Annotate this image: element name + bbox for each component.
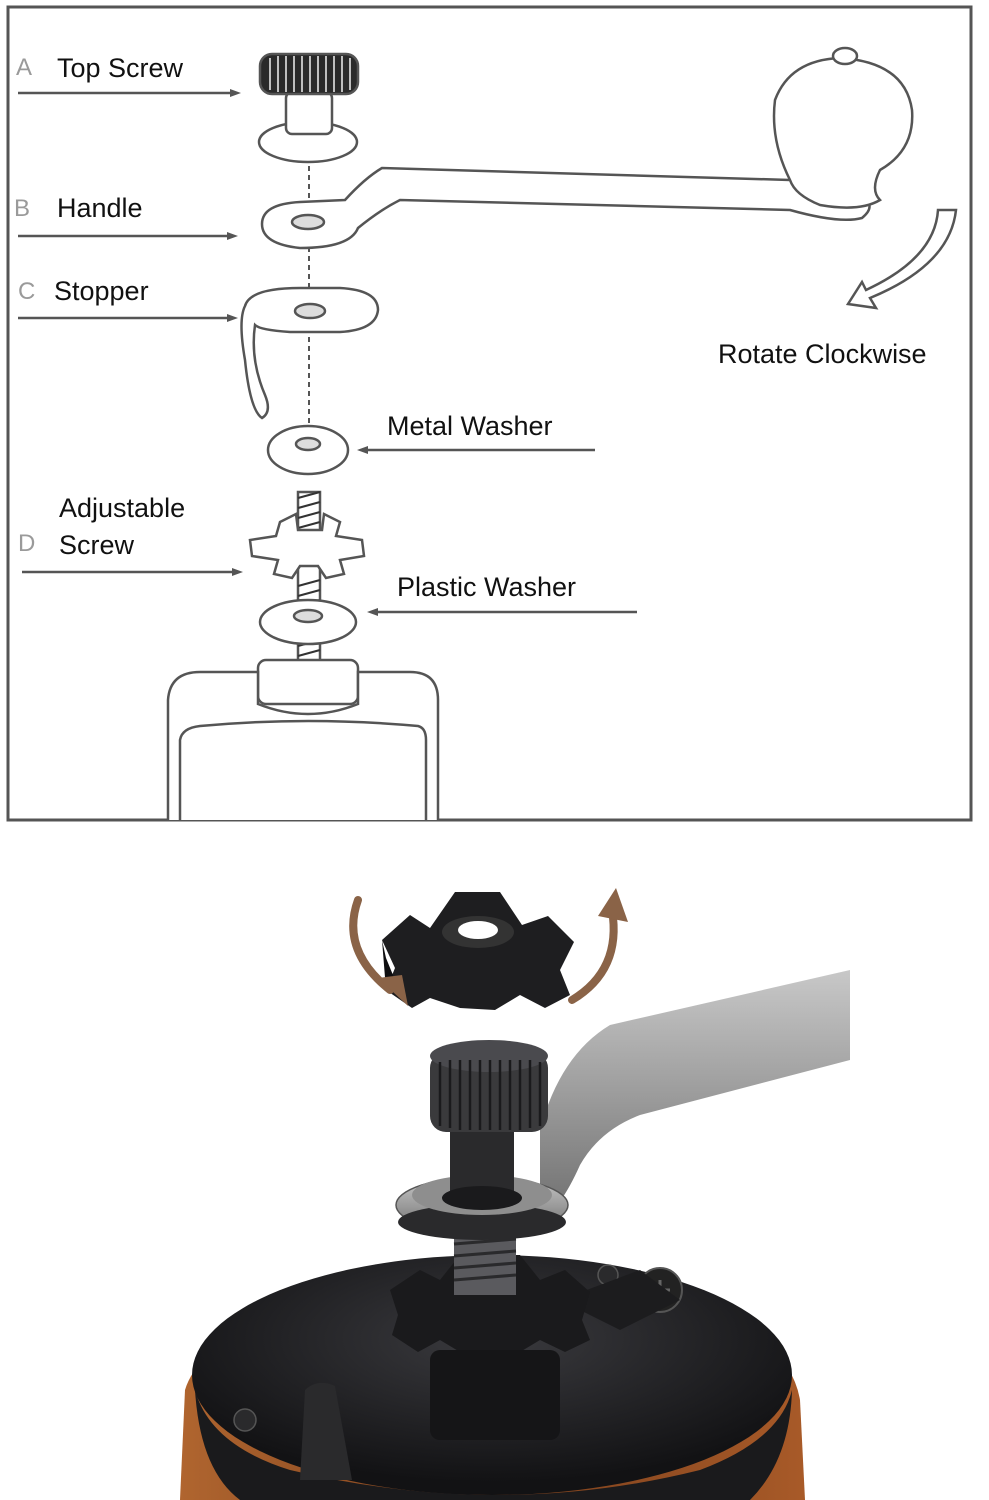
letter-b: B xyxy=(14,195,31,222)
handle-shape xyxy=(260,46,914,250)
assembly-diagram: A B C D Top Screw Handle Stopper Metal W… xyxy=(6,5,973,822)
rotate-cw-arrowhead xyxy=(598,888,628,922)
grinder-photo xyxy=(0,830,989,1500)
pointer-arrows xyxy=(18,89,637,616)
label-adjustable-screw: Adjustable Screw xyxy=(59,493,186,560)
label-handle: Handle xyxy=(57,193,143,223)
rotate-ccw-arrow-icon xyxy=(349,896,394,994)
rotate-clockwise-arrow-icon xyxy=(845,208,958,310)
plate-screw-left xyxy=(233,1408,257,1432)
label-plastic-washer: Plastic Washer xyxy=(397,572,577,602)
bean-guide-post xyxy=(300,1382,352,1480)
stopper-shape xyxy=(240,286,380,420)
handle-arm xyxy=(540,970,850,1220)
label-metal-washer: Metal Washer xyxy=(387,411,553,441)
letter-c: C xyxy=(18,278,36,305)
grinder-body-shape xyxy=(166,658,440,820)
axle-column xyxy=(430,1350,560,1440)
photo-drawing xyxy=(180,888,850,1500)
letter-a: A xyxy=(16,54,33,81)
star-nut-floating xyxy=(382,892,574,1010)
label-top-screw: Top Screw xyxy=(57,53,184,83)
diagram-drawing xyxy=(6,5,973,822)
top-screw-shape xyxy=(257,52,360,164)
stopper-bar xyxy=(560,1270,680,1330)
star-nut-mounted xyxy=(390,1255,590,1358)
rotate-ccw-arrowhead xyxy=(378,975,408,1006)
rotate-cw-arrow-icon xyxy=(568,906,618,1004)
top-screw-photo xyxy=(430,1040,548,1210)
plastic-washer-shape xyxy=(258,598,358,646)
label-rotate-clockwise: Rotate Clockwise xyxy=(718,339,927,369)
letter-d: D xyxy=(18,530,36,557)
metal-washer-shape xyxy=(266,424,350,476)
label-stopper: Stopper xyxy=(54,276,149,306)
